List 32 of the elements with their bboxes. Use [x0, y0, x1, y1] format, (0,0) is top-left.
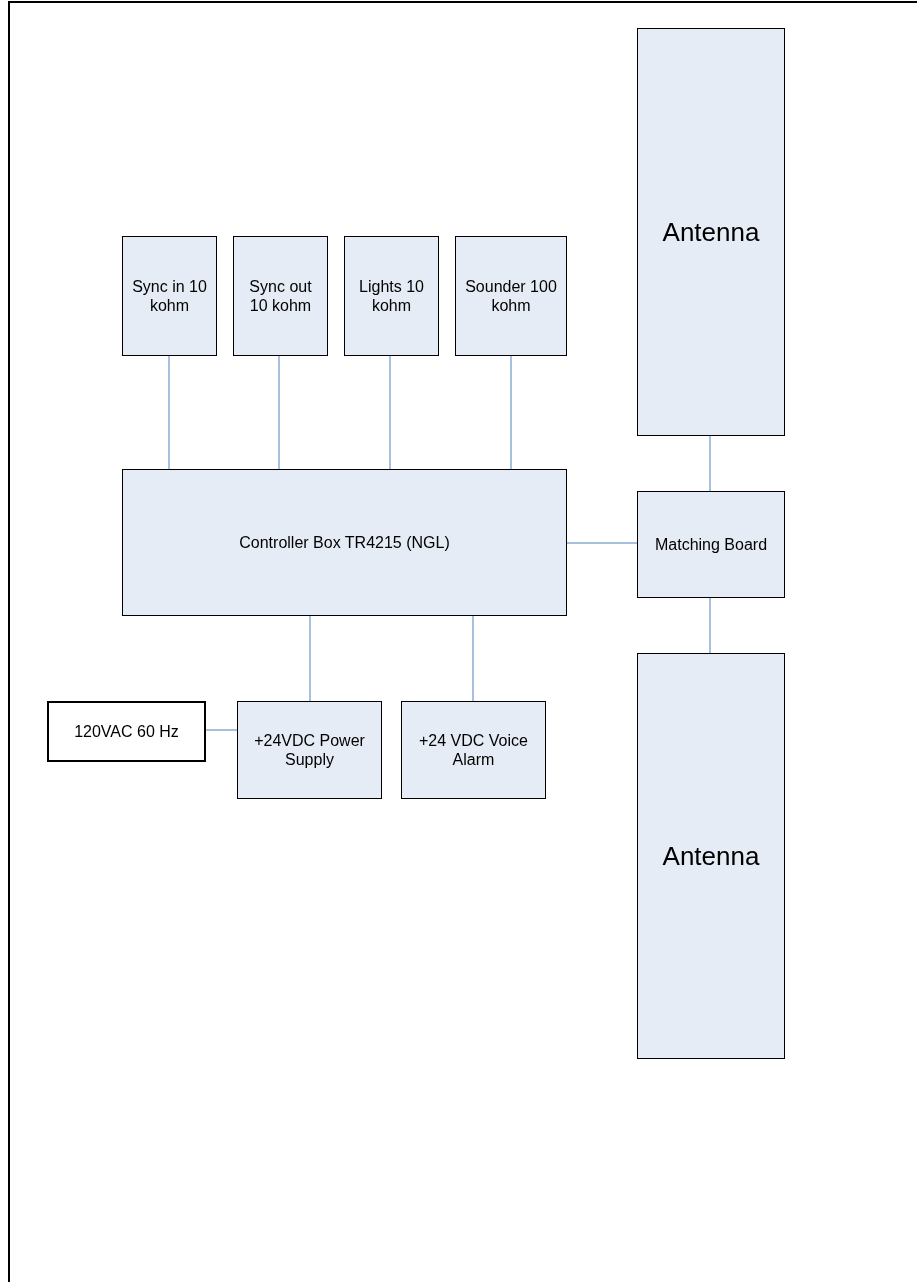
block-box	[122, 469, 567, 616]
block-box	[237, 701, 382, 799]
connector-line	[472, 615, 474, 702]
block-label: Sync out 10 kohm	[248, 277, 313, 315]
connector-line	[510, 355, 512, 470]
connector-line	[709, 435, 711, 492]
block-box	[47, 701, 206, 762]
block-label: Controller Box TR4215 (NGL)	[239, 533, 450, 552]
connector-line	[709, 597, 711, 654]
block-label: Antenna	[662, 841, 760, 871]
block-label: +24 VDC Voice Alarm	[418, 731, 529, 769]
connector-line	[278, 355, 280, 470]
connector-line	[168, 355, 170, 470]
block-box	[233, 236, 328, 356]
connector-line	[309, 615, 311, 702]
block-label: Sounder 100 kohm	[464, 277, 558, 315]
block-box	[401, 701, 546, 799]
block-box	[122, 236, 217, 356]
block-label: Antenna	[662, 217, 760, 247]
antenna-box	[637, 28, 785, 436]
block-label: Sync in 10 kohm	[131, 277, 208, 315]
block-box	[344, 236, 439, 356]
connector-line	[389, 355, 391, 470]
block-label: +24VDC Power Supply	[253, 731, 366, 769]
antenna-box	[637, 653, 785, 1059]
block-box	[455, 236, 567, 356]
block-label: 120VAC 60 Hz	[74, 722, 179, 741]
connector-line	[566, 542, 638, 544]
block-label: Matching Board	[654, 535, 768, 554]
connector-line	[205, 729, 238, 731]
block-label: Lights 10 kohm	[358, 277, 425, 315]
block-box	[637, 491, 785, 598]
